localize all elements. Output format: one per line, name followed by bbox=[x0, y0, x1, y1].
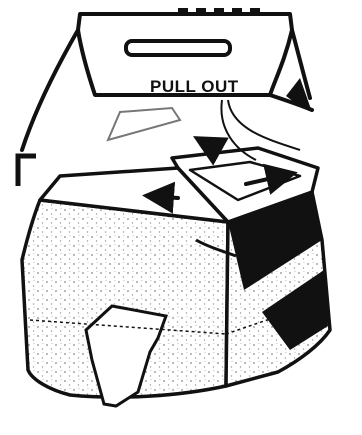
left-corner-bracket bbox=[18, 156, 36, 186]
panel-outline bbox=[108, 108, 180, 140]
main-box bbox=[22, 148, 330, 397]
pull-out-label: PULL OUT bbox=[150, 78, 239, 95]
